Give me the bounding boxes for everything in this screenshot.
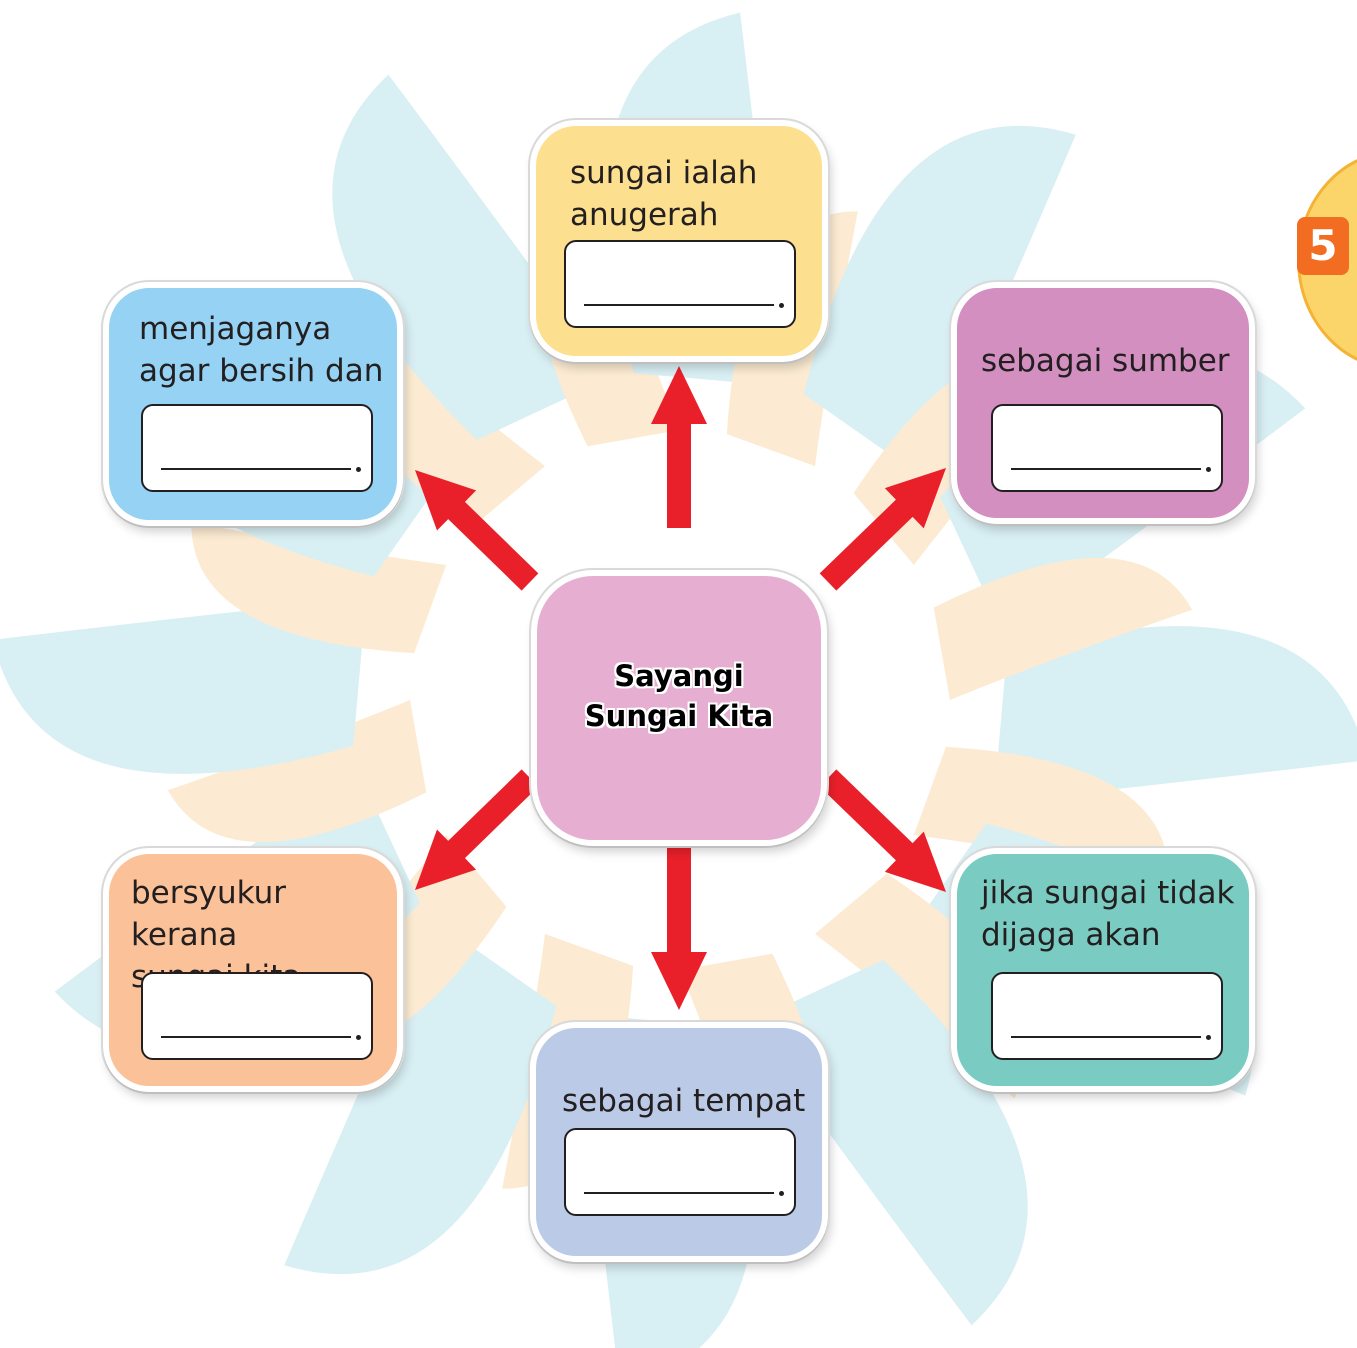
answer-line — [584, 304, 774, 306]
arrow-up — [651, 366, 707, 528]
arrow-down-left — [415, 769, 539, 890]
answer-period — [356, 467, 361, 472]
answer-period — [779, 303, 784, 308]
answer-period — [1206, 1035, 1211, 1040]
decor-petal-blue — [803, 125, 1076, 480]
decor-petal-blue — [0, 598, 367, 774]
answer-line — [161, 1036, 351, 1038]
answer-box-bottom-right[interactable] — [991, 972, 1223, 1060]
answer-line — [161, 468, 351, 470]
node-top-right-text: sebagai sumber — [981, 343, 1230, 379]
node-top-left: menjaganya agar bersih dan — [103, 282, 403, 526]
answer-line — [1011, 1036, 1201, 1038]
node-top: sungai ialah anugerah — [530, 120, 828, 362]
answer-period — [1206, 467, 1211, 472]
center-node: Sayangi Sungai Kita — [531, 570, 827, 846]
decor-petal-peach — [933, 557, 1193, 700]
arrow-down — [651, 848, 707, 1010]
answer-line — [584, 1192, 774, 1194]
node-top-text: sungai ialah anugerah — [570, 155, 758, 233]
answer-box-top[interactable] — [564, 240, 796, 328]
answer-box-bottom[interactable] — [564, 1128, 796, 1216]
node-bottom-right-text: jika sungai tidak dijaga akan — [981, 875, 1235, 953]
answer-period — [356, 1035, 361, 1040]
answer-box-bottom-left[interactable] — [141, 972, 373, 1060]
node-bottom-right: jika sungai tidak dijaga akan — [951, 848, 1255, 1092]
answer-box-top-left[interactable] — [141, 404, 373, 492]
answer-line — [1011, 468, 1201, 470]
node-top-right: sebagai sumber — [951, 282, 1255, 524]
center-title: Sayangi Sungai Kita — [584, 659, 774, 733]
node-bottom: sebagai tempat — [530, 1022, 828, 1262]
arrow-up-left — [415, 470, 539, 591]
arrow-down-right — [819, 769, 946, 892]
page-number: 5 — [1297, 217, 1349, 275]
node-bottom-text: sebagai tempat — [562, 1083, 806, 1119]
node-bottom-left: bersyukur kerana sungai kita — [103, 848, 403, 1092]
decor-petal-peach — [913, 746, 1169, 878]
decor-petal-peach — [191, 522, 447, 654]
arrow-up-right — [819, 468, 946, 591]
decor-petal-blue — [993, 626, 1357, 802]
answer-period — [779, 1191, 784, 1196]
decor-petal-blue — [284, 920, 557, 1275]
answer-box-top-right[interactable] — [991, 404, 1223, 492]
decor-petal-peach — [167, 700, 427, 843]
node-top-left-text: menjaganya agar bersih dan — [139, 311, 384, 389]
